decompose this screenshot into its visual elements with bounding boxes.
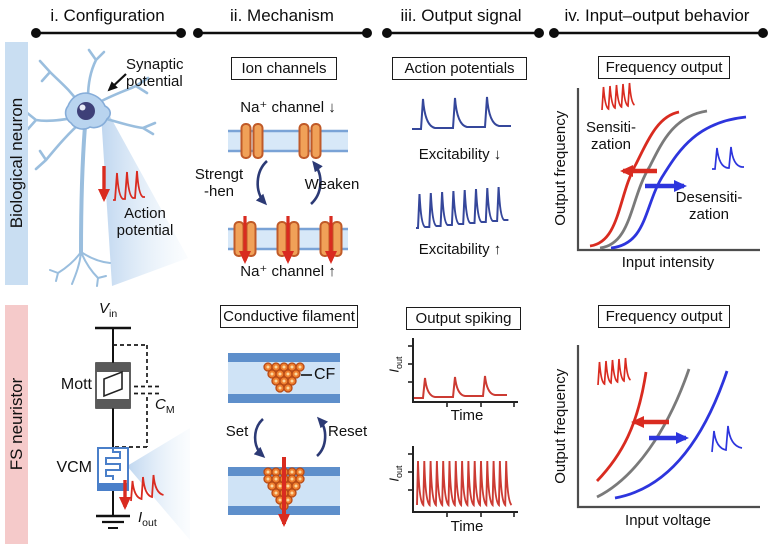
nucleus-highlight	[79, 104, 86, 111]
curve-sensitized	[595, 371, 648, 482]
axes	[576, 88, 760, 252]
na-channel-down-label: Na⁺ channel ↓	[240, 99, 336, 116]
memristor-meander-icon	[105, 449, 121, 480]
axon	[79, 124, 87, 254]
action-potential-label: Action potential	[116, 205, 174, 239]
spiking-ylabel-2: Iout	[386, 465, 405, 482]
weaken-label: Weaken	[304, 176, 360, 193]
desensitization-label: Desensiti- zation	[675, 189, 743, 223]
cf-label: CF	[314, 366, 336, 383]
fs-row-band	[5, 305, 28, 544]
bio-row-band	[5, 42, 28, 285]
header-rule-output-signal	[382, 28, 544, 38]
panel-title-frequency-output-fs: Frequency output	[598, 305, 730, 328]
axes	[576, 345, 760, 509]
threshold-switch-icon	[103, 370, 123, 398]
red-spike-inset	[597, 357, 632, 386]
bio-sparse-spike-trace	[412, 96, 511, 130]
curve-sensitized	[589, 110, 680, 248]
vcm-label: VCM	[56, 459, 92, 476]
blue-spike-inset	[711, 425, 743, 453]
fs-projection-cone	[127, 428, 190, 540]
reset-arrow-icon	[316, 416, 329, 457]
iout-label: Iout	[138, 509, 157, 529]
bio-frequency-graph	[576, 82, 760, 252]
set-arrow-icon	[253, 418, 266, 459]
curve-desensitized	[614, 370, 729, 500]
fs-row-label: FS neuristor	[6, 377, 26, 471]
header-rule-configuration	[31, 28, 186, 38]
spiking-plot-dense	[408, 446, 518, 517]
panel-title-action-potentials: Action potentials	[392, 57, 527, 80]
cf-device-reset-state	[228, 353, 340, 403]
membrane-lower	[228, 216, 348, 264]
curve-desensitized	[610, 115, 747, 250]
na-channel-up-label: Na⁺ channel ↑	[240, 263, 336, 280]
bio-graph-xlabel: Input intensity	[621, 254, 715, 271]
bio-dense-spike-trace	[416, 186, 509, 229]
cm-label: CM	[155, 396, 175, 416]
neuristor-circuit	[95, 326, 164, 529]
vcm-device	[97, 447, 129, 491]
fs-graph-ylabel: Output frequency	[551, 368, 569, 484]
bio-mini-spikes	[113, 170, 145, 201]
panel-title-conductive-filament: Conductive filament	[220, 305, 358, 328]
weaken-arrow-icon	[310, 160, 323, 205]
spiking-xlabel-1: Time	[450, 407, 484, 424]
mott-label: Mott	[60, 376, 92, 393]
spiking-plot-sparse	[408, 338, 518, 407]
ion-channel-icons-active	[233, 221, 343, 257]
panel-title-output-spiking: Output spiking	[406, 307, 521, 330]
sensitization-label: Sensiti- zation	[585, 119, 637, 153]
column-header-configuration: i. Configuration	[50, 6, 165, 25]
blue-spike-inset	[712, 146, 744, 170]
mott-device	[95, 362, 131, 409]
synaptic-arrow-icon	[107, 73, 127, 92]
reset-label: Reset	[328, 423, 368, 440]
set-label: Set	[225, 423, 249, 440]
ion-channel-icons	[240, 123, 322, 159]
fs-mini-spikes	[130, 474, 164, 502]
cf-device-set-state	[228, 457, 340, 527]
strengthen-label: Strengt -hen	[194, 166, 244, 200]
ion-flux-arrows	[239, 216, 337, 264]
synaptic-potential-label: Synaptic potential	[126, 56, 184, 90]
panel-title-frequency-output-bio: Frequency output	[598, 56, 730, 79]
sparse-output-trace	[414, 375, 507, 399]
column-header-mechanism: ii. Mechanism	[230, 6, 334, 25]
bio-row-label: Biological neuron	[6, 97, 26, 229]
spiking-xlabel-2: Time	[450, 518, 484, 535]
fs-frequency-graph	[576, 345, 760, 509]
red-spike-inset	[601, 82, 636, 111]
bio-graph-ylabel: Output frequency	[551, 110, 569, 226]
spiking-ylabel-1: Iout	[386, 356, 405, 373]
header-rule-mechanism	[193, 28, 372, 38]
column-header-io-behavior: iv. Input–output behavior	[564, 6, 750, 25]
membrane-upper	[228, 123, 348, 159]
vin-label: Vin	[99, 300, 118, 320]
column-header-output-signal: iii. Output signal	[400, 6, 522, 25]
excitability-up-label: Excitability ↑	[418, 241, 502, 258]
nucleus	[77, 102, 95, 120]
bio-projection-cone	[100, 98, 188, 286]
excitability-down-label: Excitability ↓	[418, 146, 502, 163]
curve-baseline	[596, 368, 691, 499]
fs-graph-xlabel: Input voltage	[625, 512, 711, 529]
strengthen-arrow-icon	[255, 160, 268, 206]
ground-icon	[96, 514, 130, 529]
curve-baseline	[599, 109, 708, 250]
neuron-illustration	[24, 48, 157, 287]
panel-title-ion-channels: Ion channels	[231, 57, 337, 80]
header-rule-io-behavior	[549, 28, 768, 38]
dense-output-trace	[416, 460, 513, 508]
axon-terminals	[49, 251, 111, 287]
